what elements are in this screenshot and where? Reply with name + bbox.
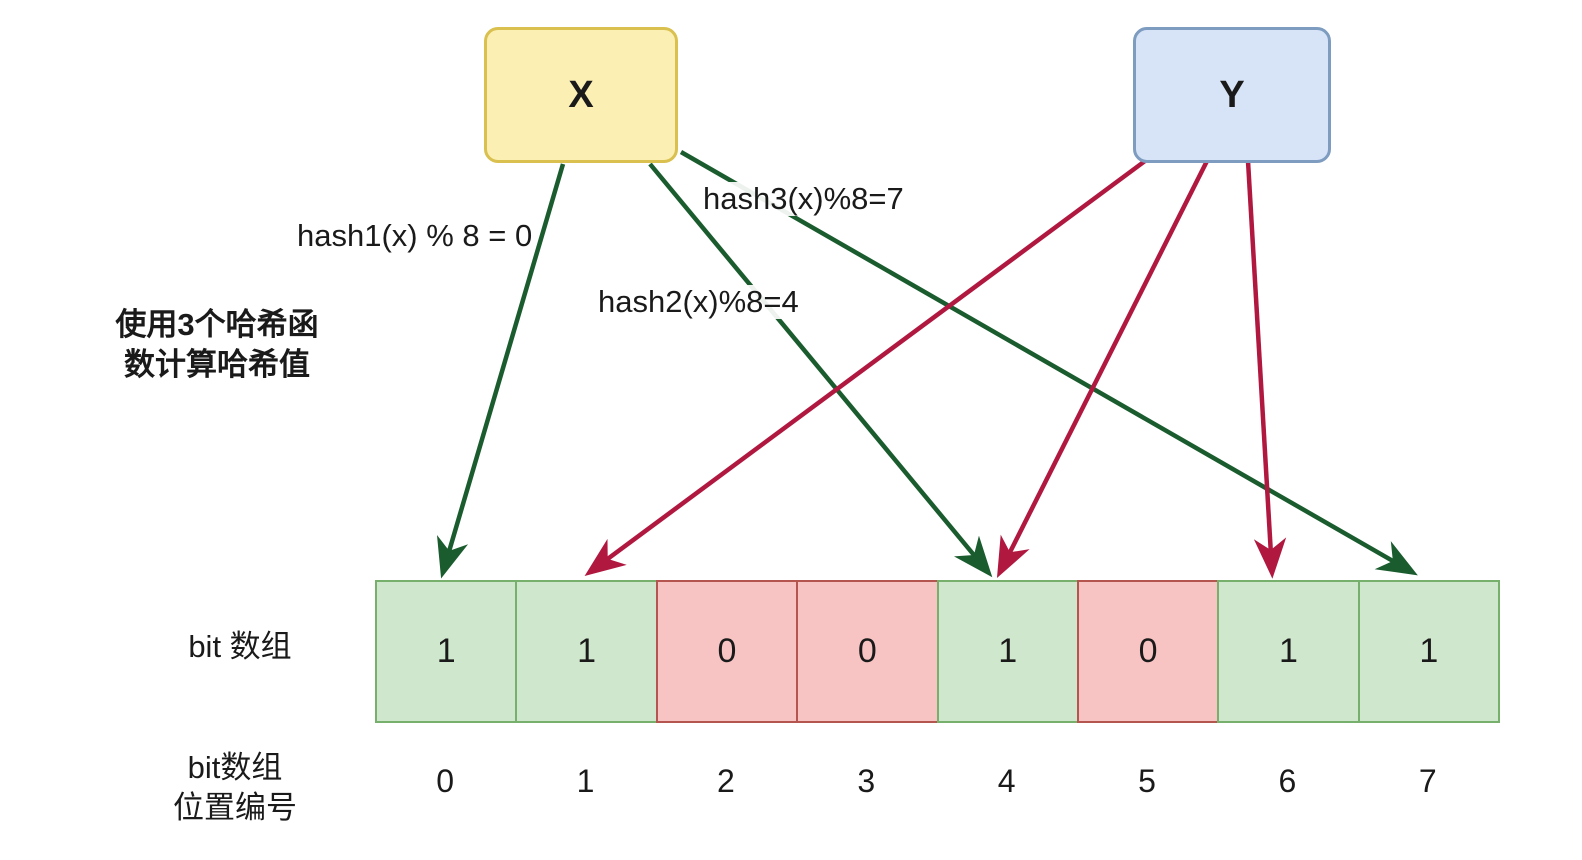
bit-cell-value: 1 [577,632,597,670]
edge-y-to-bit4 [996,159,1210,579]
bit-cell-4[interactable]: 1 [936,580,1079,723]
bit-index-row: 0 1 2 3 4 5 6 7 [375,763,1498,800]
element-node-x-label: X [568,73,594,116]
edge-x-to-bit4 [648,162,993,578]
bit-cell-1[interactable]: 1 [515,580,658,723]
bit-cell-value: 0 [857,632,877,670]
bit-cell-value: 1 [436,632,456,670]
bit-cell-7[interactable]: 1 [1357,580,1500,723]
bit-cell-value: 1 [1278,632,1298,670]
bit-cell-5[interactable]: 0 [1076,580,1220,723]
hash1-label: hash1(x) % 8 = 0 [297,218,533,254]
bit-index-1: 1 [576,763,595,799]
bit-array-caption: bit 数组 [188,629,292,664]
bit-cell-3[interactable]: 0 [796,580,939,723]
bit-index-5: 5 [1138,763,1156,799]
bit-cell-2[interactable]: 0 [655,580,799,723]
bit-index-6: 6 [1278,763,1297,799]
element-node-y[interactable]: Y [1133,27,1331,163]
edge-y-to-bit1 [584,159,1147,577]
bit-cell-value: 0 [1138,632,1158,670]
bit-cell-6[interactable]: 1 [1217,580,1360,723]
hash3-label: hash3(x)%8=7 [703,181,904,217]
element-node-y-label: Y [1219,73,1245,116]
edge-y-to-bit6 [1245,160,1287,579]
bit-cell-value: 1 [998,632,1018,670]
hash2-label: hash2(x)%8=4 [598,284,799,320]
bit-index-3: 3 [857,763,876,799]
bit-index-0: 0 [436,763,455,799]
hash-note-caption: 使用3个哈希函 数计算哈希值 [115,307,319,383]
bit-array: 1 1 0 0 1 0 1 1 [375,580,1500,723]
bit-cell-value: 0 [717,632,737,670]
bit-index-4: 4 [997,763,1016,799]
bit-index-7: 7 [1418,763,1437,799]
bit-index-caption: bit数组 位置编号 [173,750,297,826]
bit-cell-0[interactable]: 1 [375,580,518,723]
element-node-x[interactable]: X [484,27,678,163]
bit-index-2: 2 [717,763,735,799]
bit-cell-value: 1 [1419,632,1439,670]
